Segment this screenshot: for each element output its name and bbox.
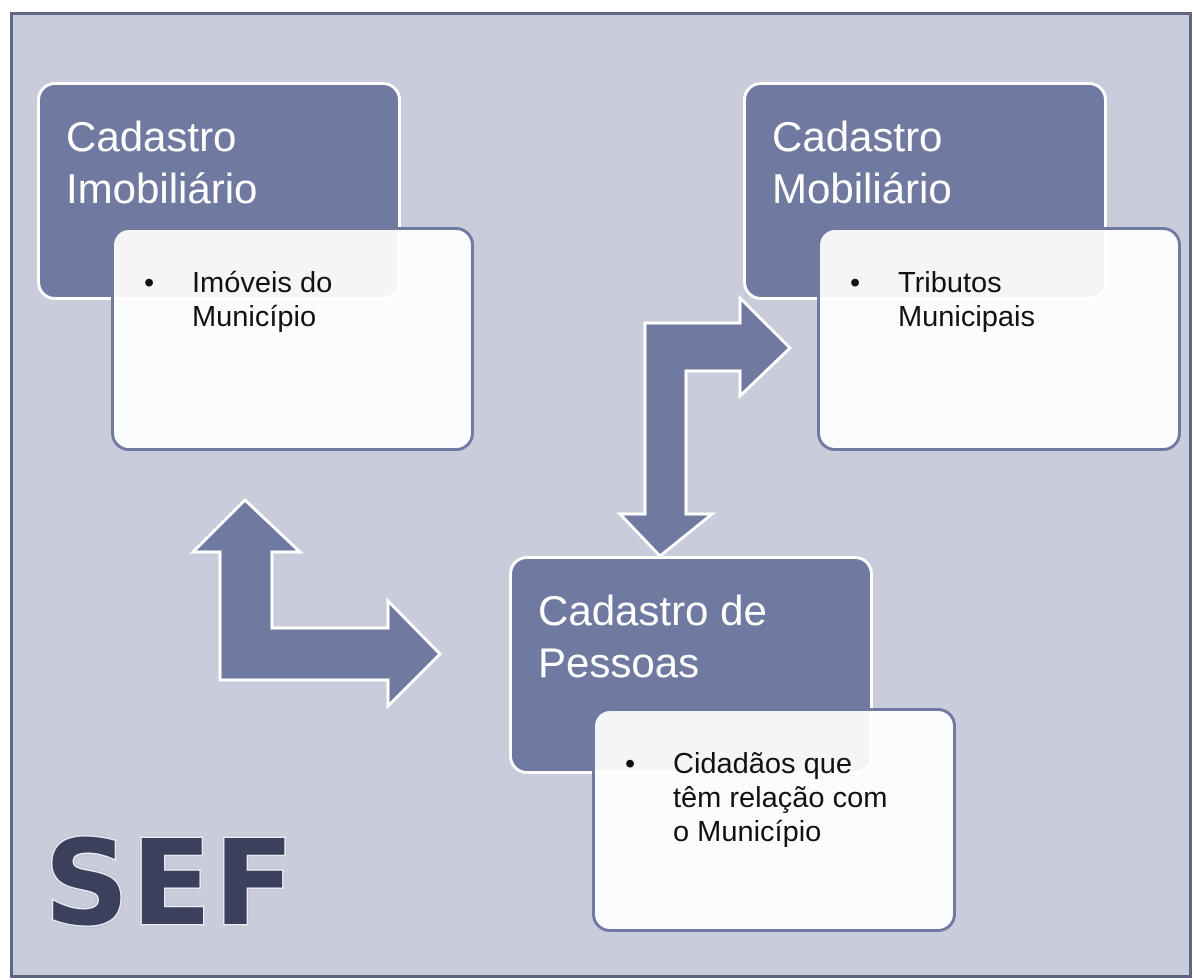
bullet-icon: • <box>144 267 155 299</box>
detail-pessoas-line2: têm relação com <box>673 782 888 814</box>
sef-logo-text: SEF <box>44 814 296 942</box>
header-pessoas-line1: Cadastro de <box>538 587 767 634</box>
header-pessoas-line2: Pessoas <box>538 639 700 686</box>
detail-pessoas-line1: Cidadãos que <box>673 748 852 780</box>
detail-imobiliario-line1: Imóveis do <box>192 267 333 299</box>
list-item: • Imóveis do Município <box>144 266 457 334</box>
detail-imobiliario-line2: Município <box>192 301 317 333</box>
header-imobiliario-line2: Imobiliário <box>66 165 258 212</box>
list-item: • Tributos Municipais <box>850 266 1164 334</box>
bent-arrow-imobiliario-pessoas <box>189 497 443 710</box>
detail-mobiliario-line2: Municipais <box>898 301 1035 333</box>
detail-mobiliario-line1: Tributos <box>898 267 1002 299</box>
sef-logo: SEF <box>43 813 296 943</box>
detail-box-imobiliario: • Imóveis do Município <box>111 227 474 451</box>
bent-arrow-mobiliario-pessoas <box>616 294 793 559</box>
detail-pessoas-line3: o Município <box>673 816 822 848</box>
list-item: • Cidadãos que têm relação com o Municíp… <box>625 747 939 849</box>
detail-box-mobiliario: • Tributos Municipais <box>817 227 1181 451</box>
header-mobiliario-line2: Mobiliário <box>772 165 952 212</box>
bullet-icon: • <box>625 748 636 780</box>
header-imobiliario-line1: Cadastro <box>66 113 237 160</box>
bullet-icon: • <box>850 267 861 299</box>
header-mobiliario-line1: Cadastro <box>772 113 943 160</box>
detail-box-pessoas: • Cidadãos que têm relação com o Municíp… <box>592 708 956 932</box>
